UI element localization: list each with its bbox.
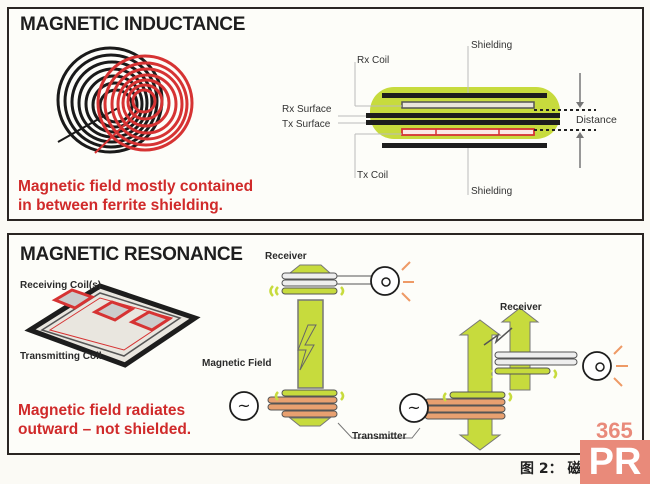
shielding-top-label: Shielding — [471, 40, 513, 51]
svg-text:~: ~ — [407, 398, 420, 417]
light-bulb-icon — [370, 266, 400, 296]
transmitting-pad-icon — [24, 283, 201, 368]
tx-surface-label: Tx Surface — [282, 119, 331, 130]
shielding-bottom-label: Shielding — [471, 186, 513, 197]
inductance-description: Magnetic field mostly contained in betwe… — [18, 177, 253, 215]
inductance-title: MAGNETIC INDUCTANCE — [20, 14, 246, 35]
watermark-logo: 365 PR — [580, 418, 650, 484]
watermark-top: 365 — [596, 418, 633, 443]
inductance-description-line-2: in between ferrite shielding. — [18, 197, 223, 214]
inductance-description-line-1: Magnetic field mostly contained — [18, 178, 254, 195]
transmitter-label: Transmitter — [352, 431, 407, 442]
resonance-title: MAGNETIC RESONANCE — [20, 244, 243, 265]
top-shielding-bar — [382, 93, 547, 98]
ac-source-icon-2 — [399, 393, 429, 423]
tx-surface-bar — [366, 120, 560, 125]
tx-coil-bar — [401, 128, 535, 136]
lightning-icon — [297, 324, 317, 371]
ferrite-cross-section — [338, 46, 596, 195]
rx-coil-label: Rx Coil — [357, 55, 390, 66]
resonant-pair-aligned: ~ — [229, 261, 414, 427]
rx-surface-label: Rx Surface — [282, 104, 332, 115]
resonant-pair-offset: ~ — [399, 307, 628, 451]
receiver-label-2: Receiver — [500, 302, 542, 313]
svg-text:~: ~ — [237, 396, 250, 415]
light-bulb-icon-2 — [582, 351, 612, 381]
tx-coil-label: Tx Coil — [357, 170, 389, 181]
resonance-description-line-2: outward – not shielded. — [18, 421, 192, 438]
distance-label: Distance — [576, 114, 617, 126]
rx-coil-bar — [401, 101, 535, 109]
rx-surface-bar — [366, 113, 560, 118]
tx-spiral-coil-icon — [94, 54, 194, 154]
receiver-label-1: Receiver — [265, 251, 307, 262]
watermark-bottom: PR — [580, 440, 650, 484]
resonance-description: Magnetic field radiates outward – not sh… — [18, 401, 191, 439]
figure-caption: 图 2： 磁场 — [520, 461, 596, 477]
bottom-shielding-bar — [382, 143, 547, 148]
lightning-icon-2 — [483, 327, 513, 346]
magnetic-field-label: Magnetic Field — [202, 358, 272, 369]
transmitting-coil-label: Transmitting Coil — [20, 351, 102, 362]
ac-source-icon-1 — [229, 391, 259, 421]
receiving-coils-label: Receiving Coil(s) — [20, 280, 102, 291]
resonance-description-line-1: Magnetic field radiates — [18, 402, 186, 419]
